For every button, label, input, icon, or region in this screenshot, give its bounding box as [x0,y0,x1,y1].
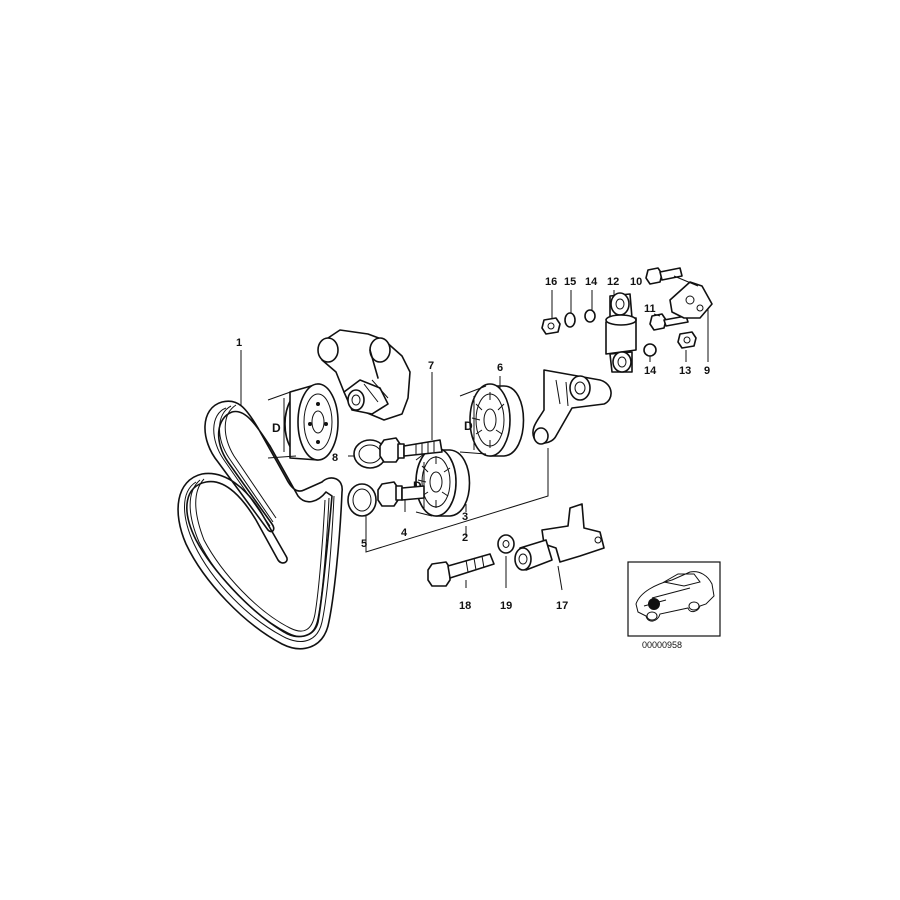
hydraulic-damper-icon[interactable] [605,292,637,373]
idler-pulley-lower-icon[interactable] [415,447,471,517]
washer-14-upper-icon[interactable] [584,309,596,323]
washer-19-icon[interactable] [497,534,515,554]
callout-12: 12 [607,276,619,288]
tensioner-arm-icon[interactable] [532,369,612,445]
callout-15: 15 [564,276,576,288]
drive-belt-icon[interactable] [177,400,343,650]
callout-7: 7 [428,360,434,372]
dimension-marker: D [459,385,487,455]
vehicle-locator-thumbnail[interactable] [627,561,721,637]
idler-pulley-upper-icon[interactable] [469,383,525,457]
callout-17: 17 [556,600,568,612]
callout-13: 13 [679,365,691,377]
bolt-11-icon[interactable] [649,313,689,331]
callout-1: 1 [236,337,242,349]
tensioner-housing-icon[interactable] [317,329,411,421]
callout-14-upper: 14 [585,276,598,288]
crankshaft-pulley-icon[interactable] [284,383,339,461]
leader-lines [240,275,709,591]
callout-19: 19 [500,600,512,612]
bolt-10-icon[interactable] [645,267,683,285]
washer-15-icon[interactable] [564,312,576,328]
bolt-lower-icon[interactable] [377,481,425,507]
callout-2: 2 [462,532,468,544]
washer-14-lower-icon[interactable] [643,343,657,357]
nut-13-icon[interactable] [677,331,697,349]
callout-6: 6 [497,362,503,374]
mounting-bracket-9-icon[interactable] [669,281,713,319]
nut-16-icon[interactable] [541,317,561,335]
callout-10: 10 [630,276,642,288]
callout-labels: 1 2 3 4 5 6 7 8 9 10 11 12 13 14 14 15 1… [236,276,710,612]
support-bracket-icon[interactable] [514,503,605,571]
callout-18: 18 [459,600,471,612]
callout-14-lower: 14 [644,365,657,377]
dimension-label: D [464,419,473,433]
callout-3: 3 [462,511,468,523]
callout-11: 11 [644,303,656,315]
callout-9: 9 [704,365,710,377]
diagram-code: 00000958 [642,640,682,650]
cap-lower-icon[interactable] [347,483,377,517]
bolt-18-icon[interactable] [427,553,495,587]
callout-5: 5 [361,538,367,550]
dimension-label: D [272,421,281,435]
bolt-upper-icon[interactable] [379,437,443,463]
callout-4: 4 [401,527,408,539]
location-marker-icon [648,598,660,610]
callout-8: 8 [332,452,338,464]
dimension-marker: D [267,389,297,459]
callout-16: 16 [545,276,557,288]
